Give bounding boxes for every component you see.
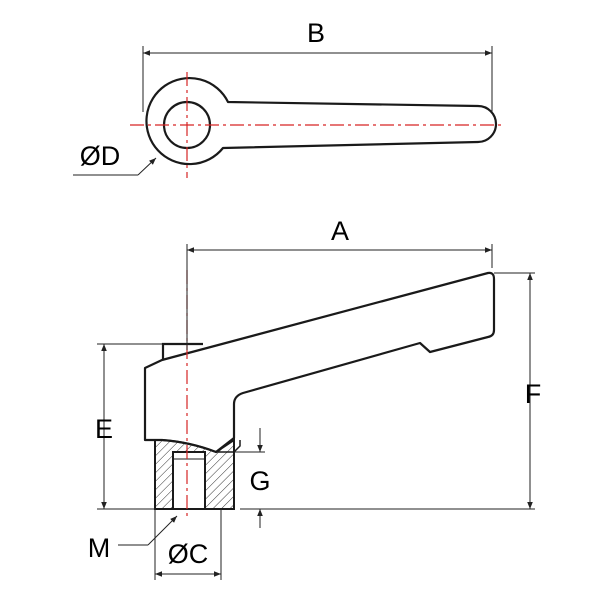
dimension-label-b: B xyxy=(307,18,325,48)
dimension-b: B xyxy=(142,18,493,112)
dimension-label-g: G xyxy=(249,466,270,496)
side-view-hub-step xyxy=(161,342,203,360)
dimension-label-d: ØD xyxy=(80,141,121,171)
dimension-e: E xyxy=(95,343,162,510)
side-view-lever-body xyxy=(143,271,496,454)
dimension-label-e: E xyxy=(95,414,113,444)
side-view-insert-section xyxy=(154,438,235,510)
dimension-label-f: F xyxy=(525,379,542,409)
dimension-label-c: ØC xyxy=(168,539,209,569)
dimension-a: A xyxy=(186,216,493,268)
top-view-lever-outline xyxy=(145,76,498,166)
dimension-c: ØC xyxy=(154,509,222,580)
top-view: B ØD xyxy=(73,18,505,178)
dimension-label-a: A xyxy=(331,216,349,246)
dimension-label-m: M xyxy=(88,533,111,563)
dimension-g: G xyxy=(234,428,271,528)
dimension-m: M xyxy=(88,515,178,563)
dimension-f: F xyxy=(240,272,542,510)
dimension-d: ØD xyxy=(73,141,157,176)
side-view-collar xyxy=(216,440,241,453)
side-view: A F E G ØC xyxy=(88,216,542,580)
